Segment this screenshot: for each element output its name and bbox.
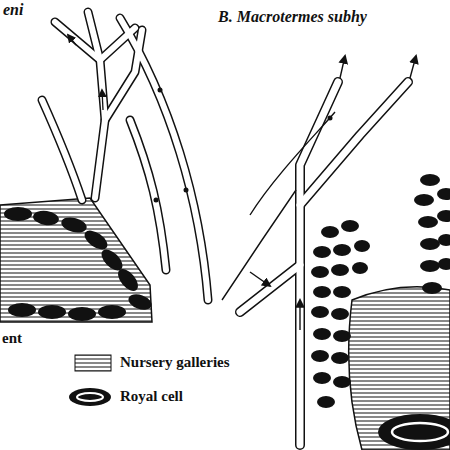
flow-arrows	[68, 35, 103, 110]
fungus-combs	[311, 174, 450, 408]
legend-text: ent	[2, 330, 22, 347]
nursery-region	[0, 198, 152, 322]
air-channels	[240, 82, 408, 445]
air-flow-dots	[154, 88, 189, 203]
legend-hatch-sample	[74, 354, 112, 372]
mound-wall	[222, 112, 335, 300]
flow-arrows	[250, 56, 416, 330]
panel-title: B. Macrotermes subhy	[218, 8, 367, 26]
nursery-region	[349, 287, 450, 450]
legend-row: Royal cell	[120, 388, 183, 405]
royal-cell	[378, 414, 450, 450]
legend-text: Royal cell	[120, 388, 183, 405]
legend-text: Nursery galleries	[120, 354, 230, 371]
legend-row: ent	[2, 330, 22, 347]
panel-title-text: B. Macrotermes subhy	[218, 8, 367, 26]
panel-title: eni	[3, 1, 23, 19]
legend-row: Nursery galleries	[120, 354, 230, 371]
air-flow-dot	[328, 116, 333, 121]
panel-title-text: eni	[3, 1, 23, 19]
air-channels	[42, 12, 208, 300]
fungus-combs	[4, 207, 154, 321]
legend-royal-cell-sample	[68, 387, 112, 407]
